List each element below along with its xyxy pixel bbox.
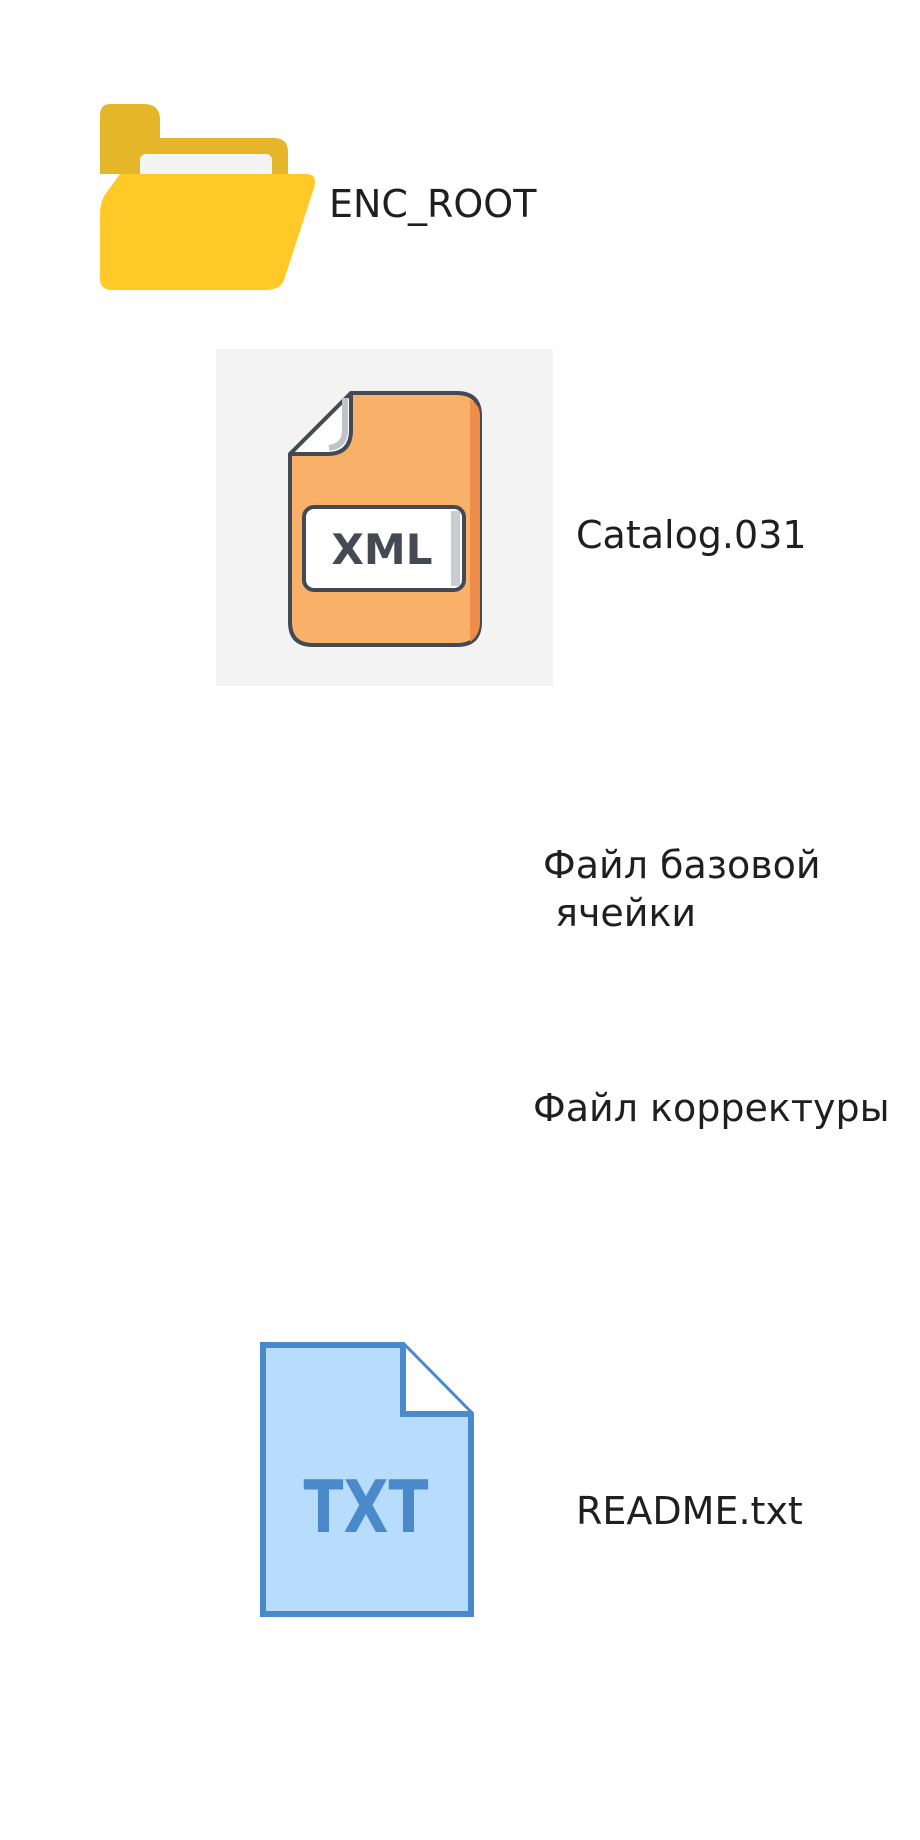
catalog-label: Catalog.031: [576, 513, 807, 557]
xml-file-icon[interactable]: XML: [287, 390, 483, 648]
txt-file-icon[interactable]: TXT: [260, 1342, 474, 1617]
folder-icon[interactable]: [98, 104, 318, 294]
readme-label: README.txt: [576, 1489, 803, 1533]
txt-badge-text: TXT: [304, 1465, 429, 1549]
xml-badge-text: XML: [332, 525, 433, 574]
correction-label: Файл корректуры: [533, 1086, 890, 1130]
enc-root-label: ENC_ROOT: [329, 182, 537, 226]
base-cell-label-line1: Файл базовой: [543, 843, 821, 887]
base-cell-label-line2: ячейки: [543, 891, 697, 935]
